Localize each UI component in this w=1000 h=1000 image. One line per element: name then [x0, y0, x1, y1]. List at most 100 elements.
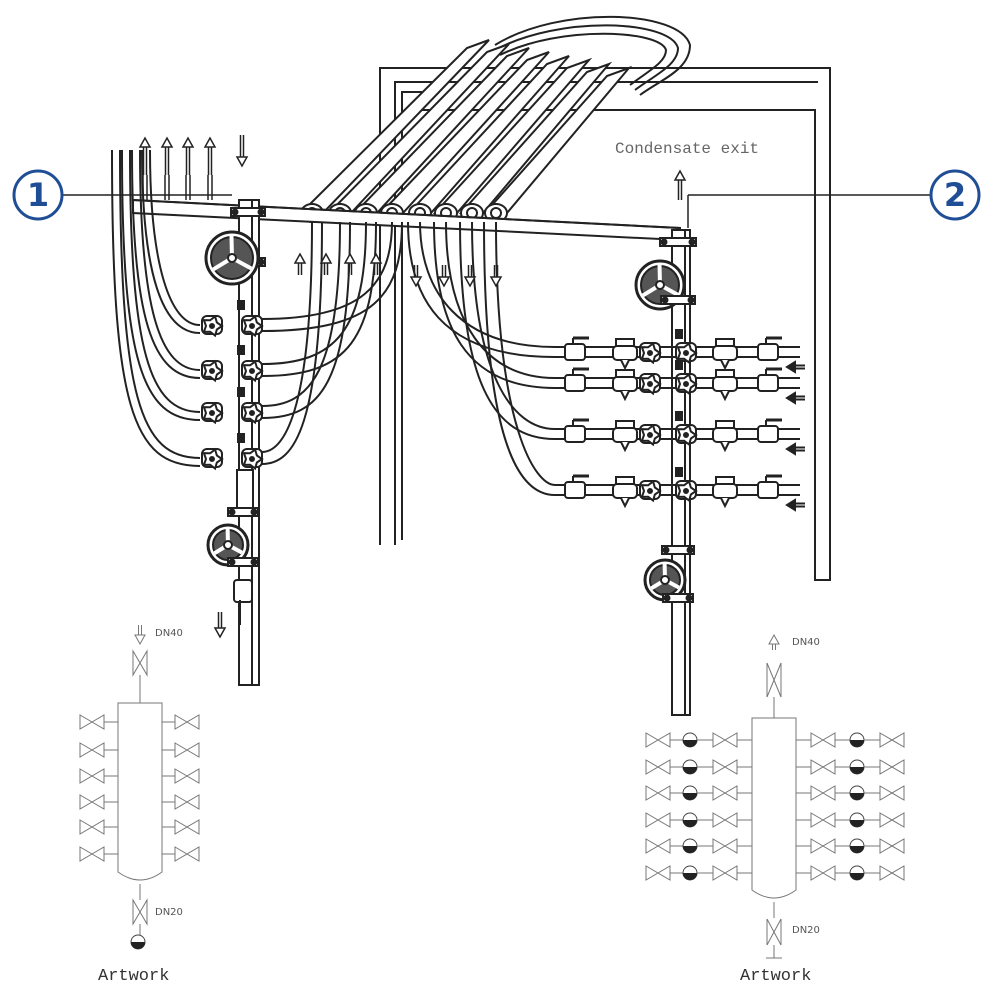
gate-valve-icon	[639, 341, 662, 365]
schematic-valve-symbol	[174, 742, 200, 758]
flange-bolt	[231, 208, 239, 216]
pipe-flange	[662, 593, 694, 603]
tube-loop	[499, 32, 668, 86]
left-hose	[261, 221, 341, 407]
schematic-valve-symbol	[810, 785, 836, 801]
valve-stem	[249, 410, 255, 416]
condensate-exit-label: Condensate exit	[615, 140, 759, 158]
tube-loop	[494, 15, 692, 96]
flange-bolt	[663, 594, 671, 602]
left-schematic-bottom-size: DN20	[155, 907, 183, 918]
arrow-head	[203, 136, 217, 148]
right-manifold-schematic	[645, 633, 905, 959]
arrow-head	[181, 136, 195, 148]
schematic-header-vessel	[751, 717, 797, 899]
valve-stem	[683, 488, 689, 494]
support-frame	[379, 67, 831, 581]
arrow-head	[437, 276, 451, 288]
ball-valve-body	[564, 374, 586, 392]
right-hose	[407, 221, 556, 358]
schematic-valve-symbol	[810, 812, 836, 828]
steam-trap-icon	[712, 476, 738, 509]
arrow-left-icon	[785, 442, 805, 456]
trap-body	[612, 376, 638, 392]
riser-hose	[119, 149, 201, 459]
arrow-head	[138, 136, 152, 148]
arrow-up-icon	[160, 136, 174, 175]
flange-bolt	[257, 208, 265, 216]
schematic-valve-symbol	[879, 759, 905, 775]
schematic-valve-symbol	[810, 865, 836, 881]
callout-2-number: 2	[944, 176, 966, 214]
valve-tag	[675, 329, 683, 339]
trap-body	[712, 376, 738, 392]
pipe-flange	[227, 557, 259, 567]
riser-hose	[111, 149, 201, 467]
schematic-valve-symbol	[645, 812, 671, 828]
tube-loop	[494, 24, 680, 91]
arrow-up-icon	[343, 252, 357, 275]
ball-valve-body	[564, 425, 586, 443]
flange-bolt	[228, 558, 236, 566]
arrow-head	[785, 391, 796, 405]
schematic-valve-symbol	[879, 785, 905, 801]
schematic-trap-fill	[850, 793, 864, 800]
schematic-trap-fill	[131, 942, 145, 949]
handwheel-hub	[655, 280, 665, 290]
left-distribution-manifold	[111, 149, 403, 686]
schematic-valve-symbol	[79, 794, 105, 810]
gate-valve-icon	[639, 479, 662, 503]
arrow-head	[343, 252, 357, 264]
arrow-up-icon	[203, 136, 217, 175]
arrow-head	[160, 136, 174, 148]
arrow-up-icon	[138, 136, 152, 175]
schematic-trap-fill	[683, 873, 697, 880]
arrow-head	[673, 169, 687, 181]
arrow-left-icon	[785, 360, 805, 374]
schematic-valve-symbol	[810, 732, 836, 748]
gate-valve-icon	[675, 423, 698, 447]
schematic-trap-fill	[850, 767, 864, 774]
pipe-flange	[660, 295, 696, 305]
trap-body	[712, 483, 738, 499]
flange-bolt	[661, 296, 669, 304]
arrow-down-icon	[409, 265, 423, 288]
gate-valve-icon	[201, 447, 224, 471]
schematic-valve-symbol	[879, 812, 905, 828]
handwheel-hub	[227, 253, 237, 263]
arrow-down-icon	[213, 612, 227, 639]
valve-stem	[647, 350, 653, 356]
schematic-trap-fill	[850, 873, 864, 880]
ball-valve-body	[757, 481, 779, 499]
schematic-valve-symbol	[79, 846, 105, 862]
ball-valve-body	[757, 374, 779, 392]
schematic-valve-symbol	[79, 714, 105, 730]
trap-body	[612, 483, 638, 499]
valve-tag	[237, 345, 245, 355]
schematic-valve-symbol	[174, 768, 200, 784]
flange-bolt	[686, 546, 694, 554]
schematic-trap-fill	[683, 793, 697, 800]
ball-valve-body	[564, 343, 586, 361]
steam-trap-icon	[612, 369, 638, 402]
right-hose	[483, 221, 556, 496]
schematic-valve-symbol	[879, 865, 905, 881]
arrow-head	[134, 634, 146, 646]
right-hose	[495, 221, 556, 486]
steam-trap-icon	[612, 420, 638, 453]
schematic-trap-fill	[850, 740, 864, 747]
trap-drain	[620, 390, 630, 402]
trap-body	[612, 345, 638, 361]
flange-bolt	[250, 508, 258, 516]
ball-valve-icon	[757, 336, 782, 361]
left-schematic-caption: Artwork	[98, 967, 169, 986]
right-schematic-caption: Artwork	[740, 967, 811, 986]
strainer-body	[233, 579, 253, 603]
callout-2: 2	[687, 169, 981, 228]
arrow-head	[293, 252, 307, 264]
gate-valve-icon	[675, 341, 698, 365]
arrow-head	[785, 442, 796, 456]
trap-drain	[720, 497, 730, 509]
schematic-valve-symbol	[645, 865, 671, 881]
riser-hose	[121, 149, 201, 421]
